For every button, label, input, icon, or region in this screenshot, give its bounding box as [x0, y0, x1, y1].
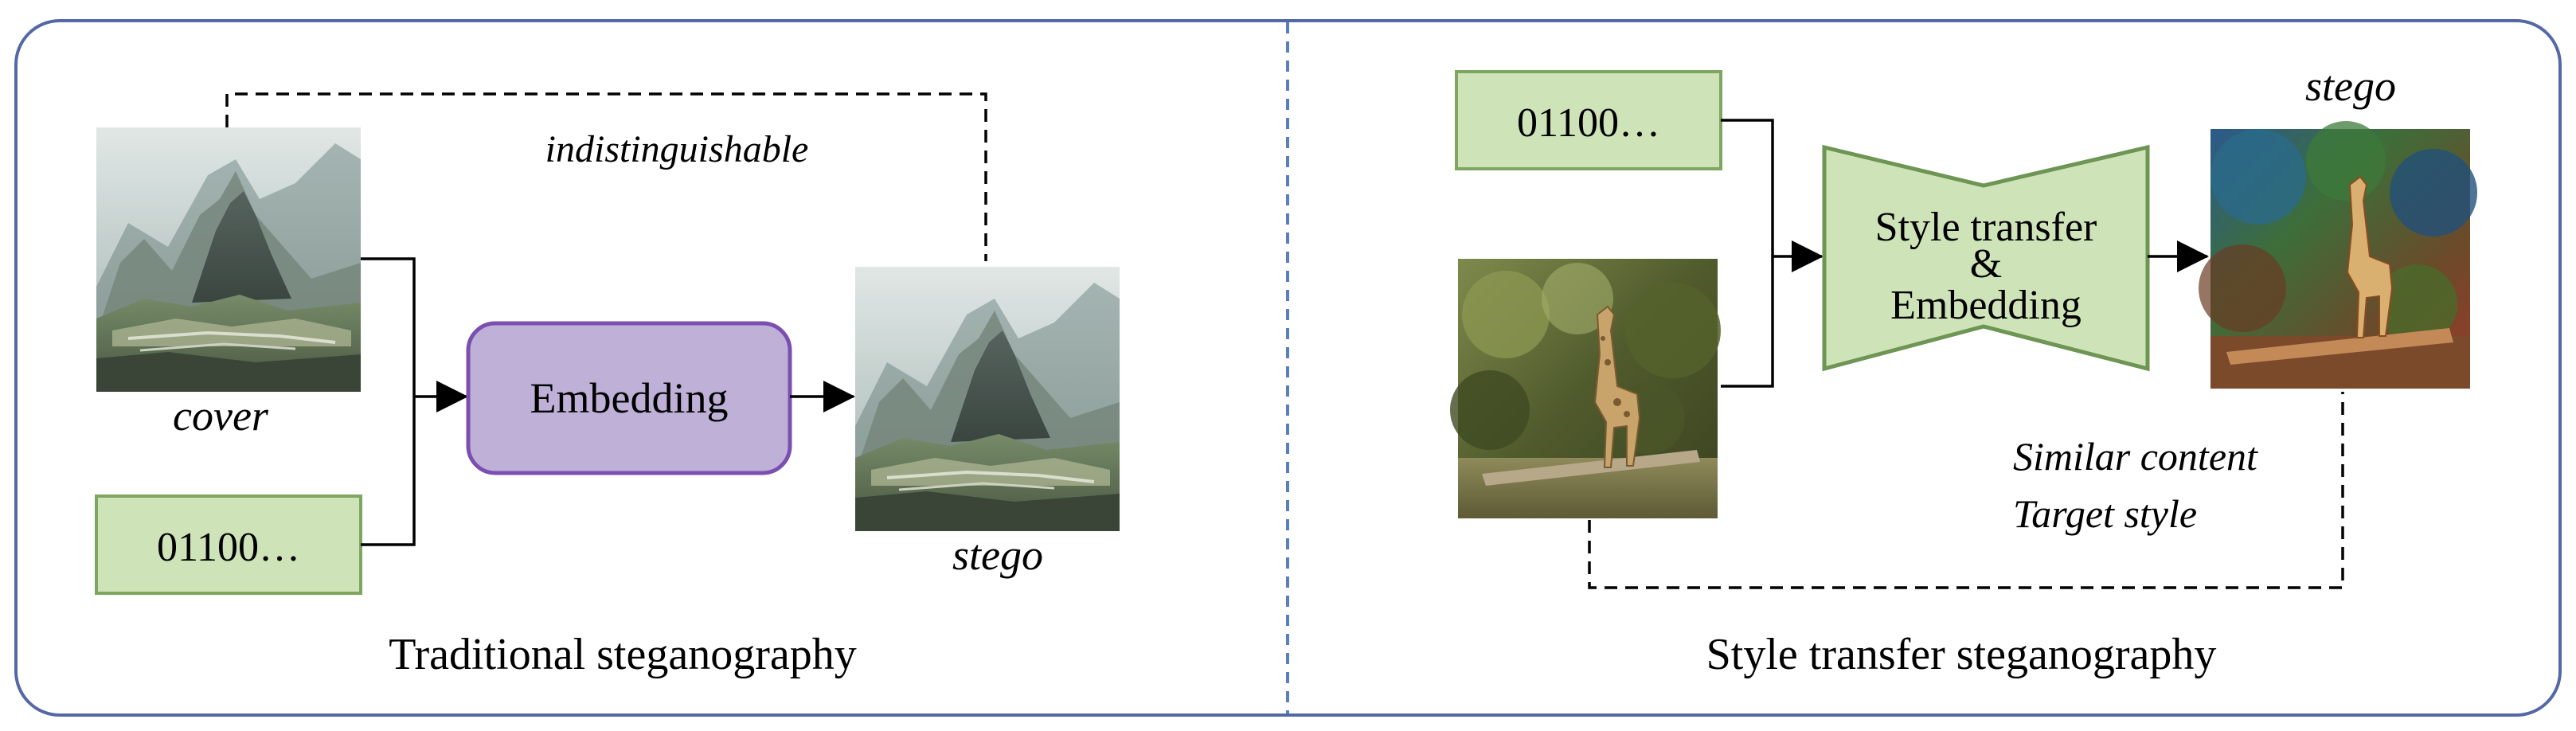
embedding-box [466, 321, 792, 475]
left-panel: indistinguishable cover 01100… Embedding… [95, 92, 1121, 679]
left-panel-caption: Traditional steganography [389, 630, 856, 679]
cover-image [95, 126, 362, 393]
indistinguishable-annotation: indistinguishable [545, 128, 809, 170]
right-stego-label: stego [2305, 62, 2396, 110]
process-label-line2: & [1970, 241, 2002, 287]
content-style-link [1588, 392, 2344, 589]
process-label-line3: Embedding [1890, 283, 2082, 328]
note-target-style: Target style [2013, 491, 2197, 536]
right-bits-box [1455, 70, 1722, 170]
right-panel-caption: Style transfer steganography [1706, 630, 2217, 679]
right-panel: 01100… Style transfer & Embedding [1450, 62, 2477, 679]
stego-image [854, 265, 1121, 533]
note-similar-content: Similar content [2013, 434, 2258, 479]
right-merge-connector [1721, 119, 1774, 388]
content-image [1450, 259, 1721, 518]
indistinguishable-link [225, 92, 987, 261]
embedding-label: Embedding [530, 374, 729, 422]
style-transfer-embedding-block [1822, 144, 2150, 372]
left-merge-connector [361, 257, 416, 546]
process-label-line1: Style transfer [1875, 205, 2097, 250]
styled-stego-image [2199, 121, 2477, 389]
left-stego-label: stego [952, 531, 1043, 579]
left-bits-label: 01100… [157, 525, 300, 570]
right-bits-label: 01100… [1517, 100, 1660, 146]
cover-label: cover [173, 392, 269, 440]
